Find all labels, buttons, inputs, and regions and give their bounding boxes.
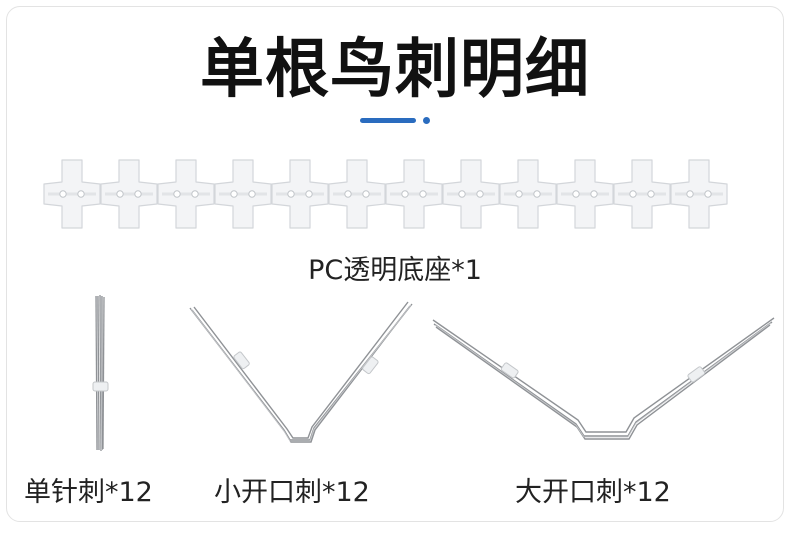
pc-base-piece — [214, 159, 272, 229]
large-opening-spike-image — [432, 317, 775, 440]
pc-base-piece — [556, 159, 614, 229]
pc-base-piece — [442, 159, 500, 229]
pc-base-piece — [43, 159, 101, 229]
title-divider — [360, 118, 416, 123]
single-needle-caption: 单针刺*12 — [24, 477, 153, 508]
page-title: 单根鸟刺明细 — [200, 33, 590, 107]
pc-base-strip — [43, 159, 728, 229]
single-needle-spike-image — [92, 294, 109, 452]
title-divider-dot — [423, 117, 430, 124]
pc-base-piece — [670, 159, 728, 229]
pc-base-piece — [499, 159, 557, 229]
pc-base-piece — [613, 159, 671, 229]
pc-base-piece — [385, 159, 443, 229]
pc-base-piece — [328, 159, 386, 229]
pc-base-piece — [157, 159, 215, 229]
large-opening-caption: 大开口刺*12 — [515, 477, 671, 508]
pc-base-piece — [271, 159, 329, 229]
small-opening-caption: 小开口刺*12 — [214, 477, 370, 508]
product-card — [6, 6, 784, 522]
base-caption: PC透明底座*1 — [308, 255, 482, 286]
small-opening-spike-image — [189, 301, 413, 443]
pc-base-piece — [100, 159, 158, 229]
